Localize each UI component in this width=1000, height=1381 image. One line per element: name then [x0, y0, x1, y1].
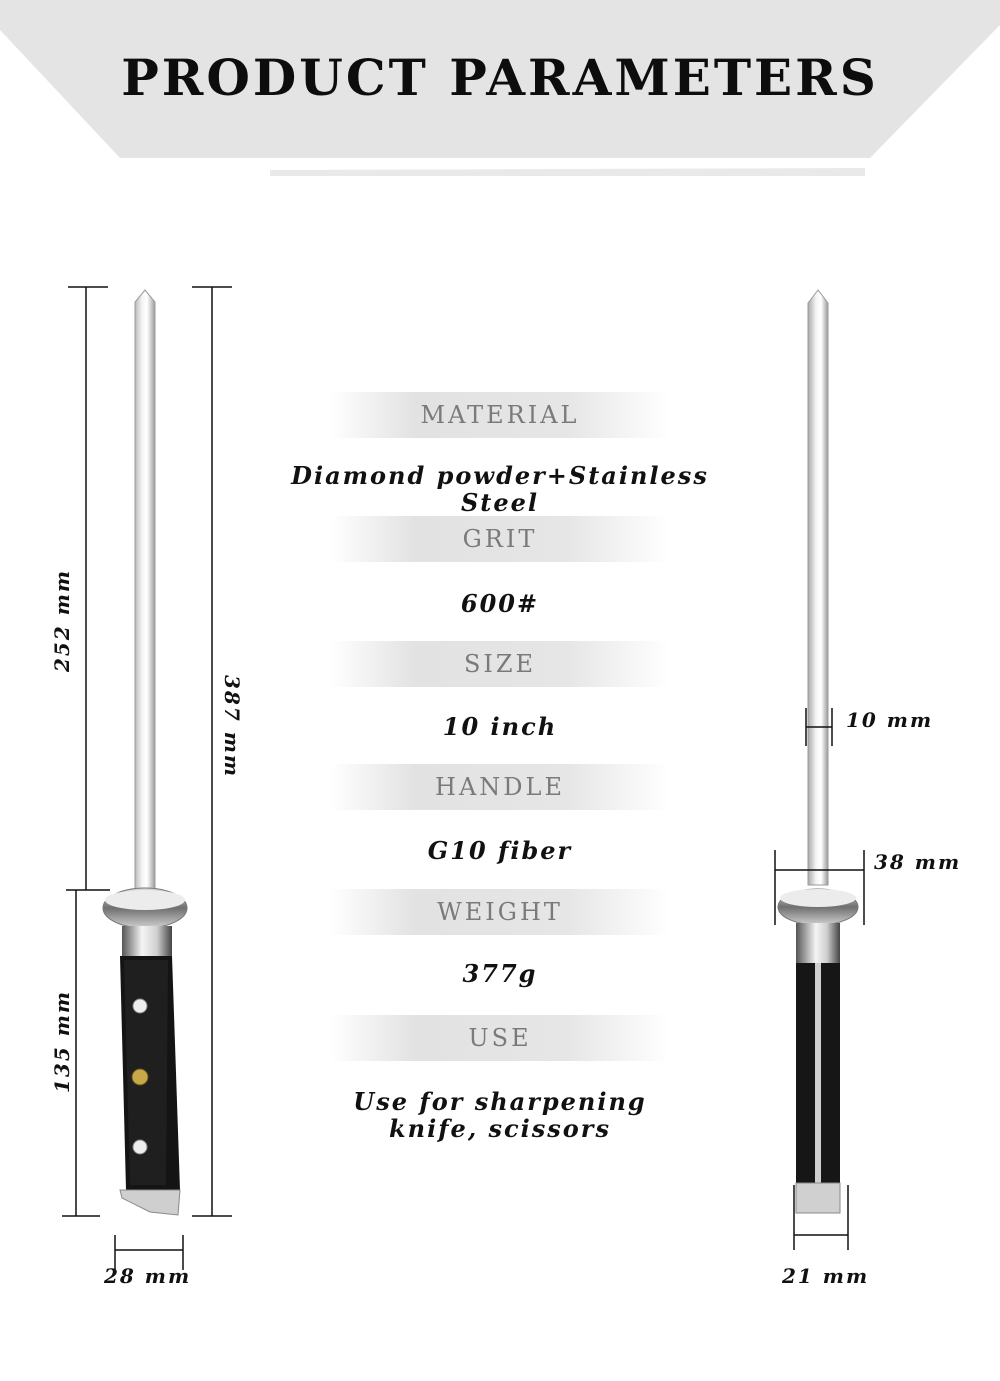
rod-length-label: 252 mm: [50, 568, 74, 672]
total-length-label: 387 mm: [220, 675, 244, 779]
sharpening-rod-front-view: [777, 289, 859, 1214]
page-title: PRODUCT PARAMETERS: [121, 48, 879, 107]
param-label-use: USE: [330, 1015, 670, 1061]
sharpening-rod-side-view: [102, 289, 188, 1216]
guard-diameter-label: 38 mm: [874, 850, 962, 874]
param-value-size: 10 inch: [442, 712, 558, 741]
right-dimension-lines: [774, 708, 865, 1250]
param-value-handle: G10 fiber: [427, 836, 573, 865]
header-banner: PRODUCT PARAMETERS: [0, 0, 1000, 180]
param-label-material: MATERIAL: [330, 392, 670, 438]
param-label-grit: GRIT: [330, 516, 670, 562]
param-label-weight: WEIGHT: [330, 889, 670, 935]
param-label-size: SIZE: [330, 641, 670, 687]
handle-end-width-label: 21 mm: [782, 1264, 870, 1288]
param-value-use-line-1: Use for sharpening: [353, 1087, 647, 1116]
param-value-use-line-2: knife, scissors: [389, 1114, 611, 1143]
param-label-handle: HANDLE: [330, 764, 670, 810]
handle-width-label: 28 mm: [104, 1264, 192, 1288]
param-value-grit: 600#: [460, 589, 540, 618]
param-value-weight: 377g: [462, 959, 538, 988]
rod-diameter-label: 10 mm: [846, 708, 934, 732]
banner-shape: [0, 0, 1000, 176]
left-dimension-lines: [62, 286, 232, 1270]
param-value-material: Diamond powder+Stainless Steel: [291, 461, 709, 517]
handle-length-label: 135 mm: [50, 989, 74, 1093]
